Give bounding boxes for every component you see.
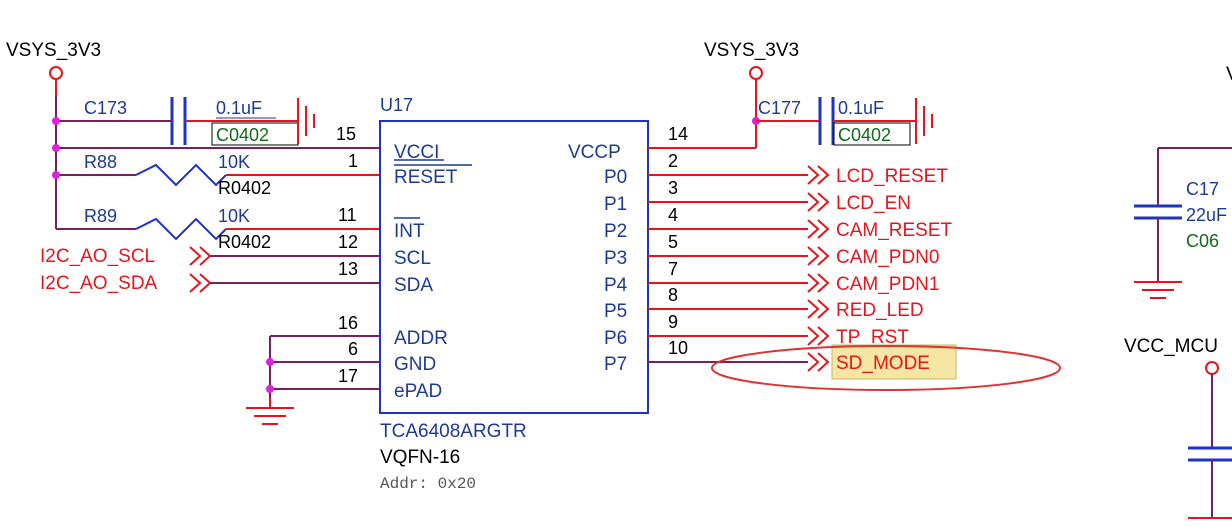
u17-addr: Addr: 0x20	[380, 475, 476, 493]
pin-num-9: 9	[668, 312, 678, 332]
sda-port-icon	[189, 273, 202, 293]
pin-num-12: 12	[338, 232, 358, 252]
pin-name-vcci: VCCI	[394, 142, 439, 163]
pin-name-p1: P1	[604, 194, 627, 215]
c177-ref: C177	[758, 98, 801, 118]
junction-c173	[52, 117, 60, 125]
net-lcd-reset: LCD_RESET	[836, 166, 948, 187]
pin-name-scl: SCL	[394, 248, 431, 269]
r88-value: 10K	[218, 152, 250, 172]
pin-num-15: 15	[336, 124, 356, 144]
pin-num-17: 17	[338, 366, 358, 386]
right-cap-ref: C17	[1186, 179, 1219, 199]
r88-footprint: R0402	[218, 178, 271, 198]
pin-name-gnd: GND	[394, 354, 436, 375]
pin-name-p5: P5	[604, 301, 627, 322]
right-port-icons	[807, 165, 830, 372]
sd-mode-annotation-ellipse	[711, 345, 1061, 391]
c173-footprint: C0402	[216, 125, 269, 145]
net-i2c-sda: I2C_AO_SDA	[40, 273, 158, 294]
r89-ref: R89	[84, 206, 117, 226]
c177-value: 0.1uF	[838, 98, 884, 118]
net-red-led: RED_LED	[836, 300, 924, 321]
pin-name-p3: P3	[604, 248, 627, 269]
pin-name-sda: SDA	[394, 275, 433, 296]
junction-gnd	[266, 358, 274, 366]
pin-num-14: 14	[668, 124, 688, 144]
pin-num-11: 11	[338, 205, 357, 225]
left-power-label: VSYS_3V3	[6, 40, 101, 61]
mid-power-symbol	[749, 66, 763, 80]
left-power-symbol	[49, 66, 63, 80]
pin-num-5: 5	[668, 232, 678, 252]
net-cam-pdn0: CAM_PDN0	[836, 247, 939, 268]
net-cam-pdn1: CAM_PDN1	[836, 274, 939, 295]
r88-ref: R88	[84, 152, 117, 172]
pin-num-13: 13	[338, 259, 358, 279]
scl-port-icon-2	[199, 246, 212, 266]
pin-name-p7: P7	[604, 354, 627, 375]
u17-package: VQFN-16	[380, 447, 460, 468]
r89-resistor-icon	[135, 217, 227, 241]
right-top-partial-label: V	[1226, 64, 1232, 85]
net-cam-reset: CAM_RESET	[836, 220, 953, 241]
right-cap-value: 22uF	[1186, 205, 1227, 225]
pin-num-3: 3	[668, 178, 678, 198]
pin-num-10: 10	[668, 338, 688, 358]
scl-port-icon	[189, 246, 202, 266]
pin-num-1: 1	[348, 151, 358, 171]
pin-num-2: 2	[668, 151, 678, 171]
r88-resistor-icon	[135, 163, 227, 187]
net-i2c-scl: I2C_AO_SCL	[40, 246, 155, 267]
pin-num-8: 8	[668, 285, 678, 305]
pin-name-epad: ePAD	[394, 381, 442, 402]
pin-name-p2: P2	[604, 221, 627, 242]
right-signal-wires	[648, 174, 808, 337]
pin-num-7: 7	[668, 259, 678, 279]
pin-name-p6: P6	[604, 328, 627, 349]
r89-footprint: R0402	[218, 232, 271, 252]
u17-body	[379, 120, 649, 414]
net-sd-mode: SD_MODE	[836, 353, 930, 374]
pin-name-reset: RESET	[394, 167, 458, 188]
pin-num-16: 16	[338, 313, 358, 333]
vcc-mcu-symbol	[1205, 361, 1219, 375]
pin-name-p0: P0	[604, 167, 627, 188]
mid-power-label: VSYS_3V3	[704, 40, 799, 61]
r89-value: 10K	[218, 206, 250, 226]
pin-name-int: INT	[394, 221, 425, 242]
junction-epad	[266, 385, 274, 393]
c177-footprint-box	[833, 122, 911, 146]
pin-num-6: 6	[348, 339, 358, 359]
c173-ref: C173	[84, 98, 127, 118]
u17-ref: U17	[380, 95, 413, 115]
pin-name-p4: P4	[604, 275, 628, 296]
c177-footprint: C0402	[838, 125, 891, 145]
vcc-mcu-label: VCC_MCU	[1124, 336, 1218, 357]
pin-name-addr: ADDR	[394, 328, 448, 349]
junction-r88	[52, 171, 60, 179]
sd-mode-highlight	[831, 344, 957, 380]
u17-part: TCA6408ARGTR	[380, 421, 527, 442]
c177-ground-icon	[915, 98, 933, 144]
net-tp-rst: TP_RST	[836, 327, 909, 348]
c173-ground-icon	[297, 98, 315, 144]
c173-value: 0.1uF	[216, 98, 262, 118]
right-cap-footprint: C06	[1186, 231, 1219, 251]
sda-port-icon-2	[199, 273, 212, 293]
right-ground-icon	[1134, 281, 1182, 299]
junction-vcci	[52, 144, 60, 152]
pin-num-4: 4	[668, 205, 678, 225]
net-lcd-en: LCD_EN	[836, 193, 911, 214]
left-ground-icon	[246, 407, 294, 425]
pin-name-vccp: VCCP	[568, 142, 621, 163]
